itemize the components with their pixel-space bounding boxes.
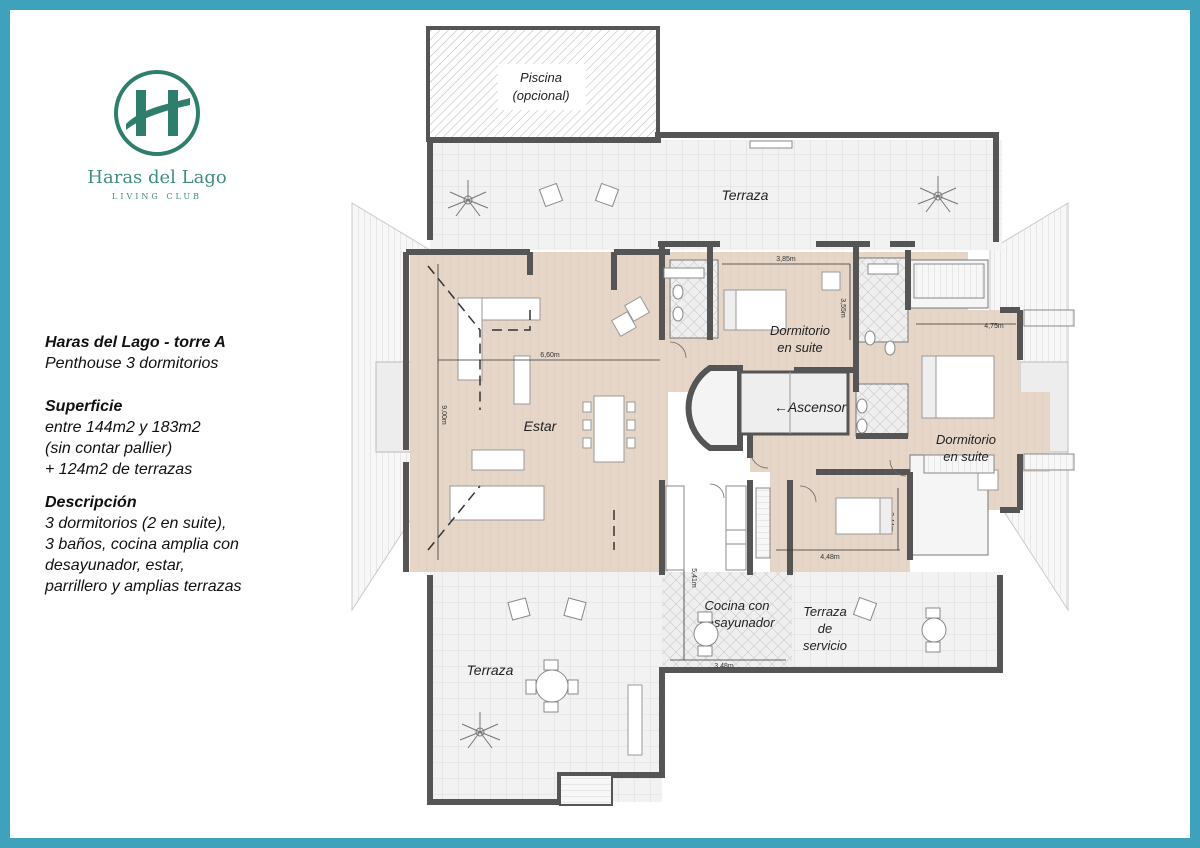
brand-subtitle: LIVING CLUB <box>112 192 202 201</box>
description-heading: Descripción <box>45 494 137 511</box>
dim-cocina-width: 3,48m <box>714 663 734 670</box>
kitchen-counters <box>665 485 747 571</box>
pool-label: Piscina <box>520 70 562 85</box>
bedroom2-label-a: Dormitorio <box>936 432 996 447</box>
poster-frame: Haras del Lago LIVING CLUB Haras del Lag… <box>10 10 1190 838</box>
surface-line: + 124m2 de terrazas <box>45 461 193 478</box>
dim-dorm1-height: 3,55m <box>839 298 846 318</box>
palm-plant-icon <box>917 176 959 213</box>
brand-block: Haras del Lago LIVING CLUB <box>82 68 232 201</box>
description-line: 3 baños, cocina amplia con <box>45 536 239 553</box>
info-title: Haras del Lago - torre A <box>45 334 226 351</box>
dim-estar-height: 9,00m <box>440 405 447 425</box>
walls <box>403 241 1023 575</box>
living-furniture <box>449 296 650 521</box>
pool-note: (opcional) <box>512 88 569 103</box>
outdoor-furniture <box>507 182 947 713</box>
bathroom-fixtures <box>663 263 899 434</box>
dim-cocina-height: 5,41m <box>690 568 697 588</box>
dim-dorm1-width: 3,85m <box>776 256 796 263</box>
haras-logo-icon <box>114 70 200 156</box>
palm-plant-icon <box>459 712 501 749</box>
living-room-label: Estar <box>524 418 558 434</box>
service-terrace-label-a: Terraza <box>803 604 847 619</box>
kitchen-label-a: Cocina con <box>704 598 769 613</box>
description-line: 3 dormitorios (2 en suite), <box>45 515 227 532</box>
floor-plan: Piscina (opcional) Terraza ←Ascensor <box>351 26 1075 806</box>
terrace-bottom-label: Terraza <box>467 662 514 678</box>
surface-heading: Superficie <box>45 398 123 415</box>
closets <box>755 263 1075 559</box>
dim-estar-width: 6,60m <box>540 352 560 359</box>
bedroom1-label-a: Dormitorio <box>770 323 830 338</box>
description-line: desayunador, estar, <box>45 557 185 574</box>
surface-line: (sin contar pallier) <box>45 440 173 457</box>
elevator-label: ←Ascensor <box>774 399 848 415</box>
terrace-top-label: Terraza <box>722 187 769 203</box>
beds <box>723 271 999 535</box>
terrace-top <box>430 140 1002 250</box>
brand-name: Haras del Lago <box>87 167 227 188</box>
info-subtitle: Penthouse 3 dormitorios <box>45 355 219 372</box>
service-terrace-label-b: de <box>818 621 832 636</box>
bedroom2-label-b: en suite <box>943 449 989 464</box>
service-terrace <box>792 572 1000 667</box>
doors <box>669 341 907 503</box>
bedroom1-label-b: en suite <box>777 340 823 355</box>
service-terrace-label-c: servicio <box>803 638 847 653</box>
dimension-lines <box>437 263 1016 661</box>
info-panel: Haras del Lago - torre A Penthouse 3 dor… <box>45 332 305 597</box>
dim-dorm3-width: 4,48m <box>820 554 840 561</box>
description-line: parrillero y amplias terrazas <box>45 578 242 595</box>
kitchen-label-b: desayunador <box>699 615 775 630</box>
pool-label-bg <box>498 64 586 110</box>
palm-plant-icon <box>447 180 489 217</box>
dim-dorm2-width: 4,75m <box>984 323 1004 330</box>
plant-icons <box>447 176 959 749</box>
surface-line: entre 144m2 y 183m2 <box>45 419 201 436</box>
elevator-arrow-icon: ← <box>774 399 788 415</box>
